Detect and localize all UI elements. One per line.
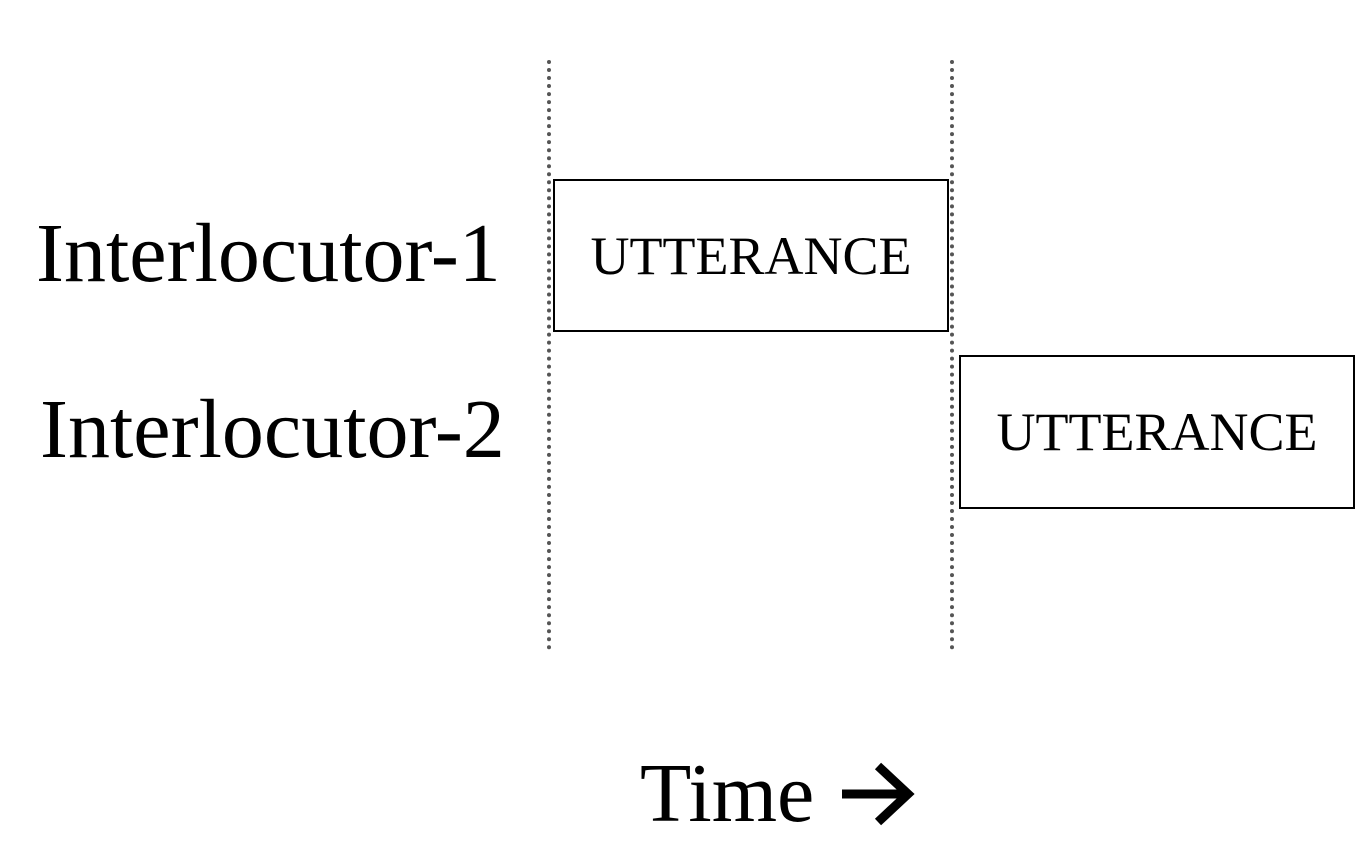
interlocutor-1-utterance-text: UTTERANCE [590, 225, 912, 286]
left-time-boundary [547, 60, 551, 650]
interlocutor-2-label: Interlocutor-2 [40, 383, 505, 476]
time-axis-label: Time [640, 747, 815, 840]
right-time-boundary [950, 60, 954, 650]
interlocutor-2-utterance-box: UTTERANCE [959, 355, 1355, 509]
time-axis: Time [640, 752, 916, 836]
right-arrow-icon [842, 762, 915, 826]
interlocutor-1-utterance-box: UTTERANCE [553, 179, 949, 332]
interlocutor-2-utterance-text: UTTERANCE [996, 402, 1318, 462]
interlocutor-1-label: Interlocutor-1 [36, 207, 501, 300]
